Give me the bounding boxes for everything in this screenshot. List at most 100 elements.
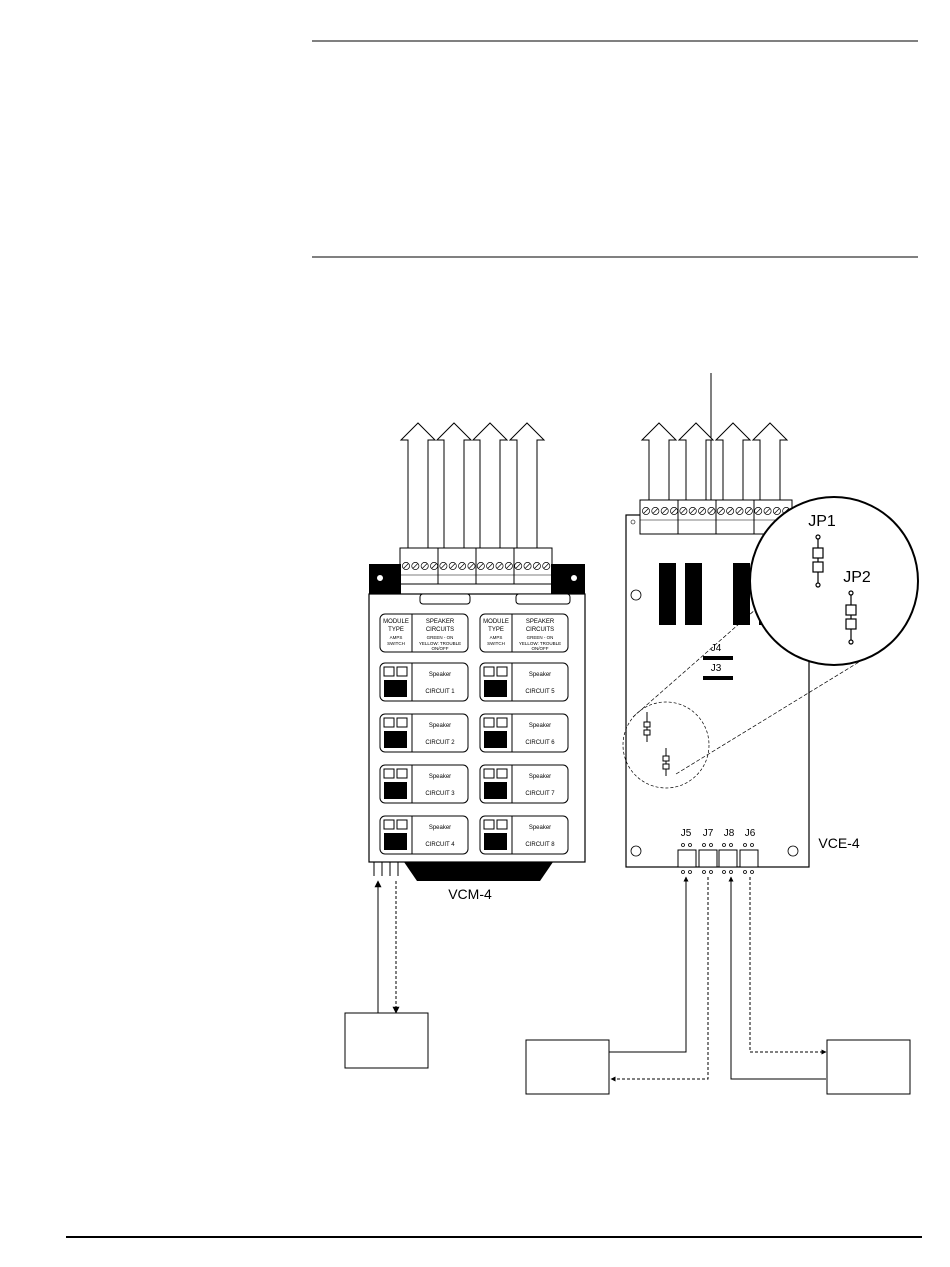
vcm-cabling [374,880,400,1014]
vcm-module-type-1: MODULE [383,619,409,625]
jumper-zoom-callout: JP1 JP2 [749,496,919,666]
circuit-led [396,768,408,779]
vcm-speaker-circuits-5: ON/OFF [432,646,449,651]
vce-cabling [608,876,827,1082]
vcm-connected-box [344,1012,429,1069]
vcm-terminal-strip [399,547,553,585]
circuit-label: CIRCUIT 6 [525,740,555,746]
vce-relay-2 [685,563,702,625]
vcm-label: VCM-4 [448,886,492,902]
circuit-type: Speaker [429,723,451,729]
vcm-speaker-circuits-1b: SPEAKER [526,619,555,625]
vcm-speaker-circuits-4b: YELLOW: TROUBLE [519,641,561,646]
vce-j5-label: J5 [681,828,692,839]
circuit-switch[interactable] [384,782,407,799]
vce-relay-1 [659,563,676,625]
vcm-speaker-circuits-2: CIRCUITS [426,627,454,633]
vcm-speaker-circuits-4: YELLOW: TROUBLE [419,641,461,646]
vce-left-connected-box [525,1039,610,1095]
vce-jumper-area [622,701,710,789]
vcm-speaker-circuits-5b: ON/OFF [532,646,549,651]
circuit-switch[interactable] [384,731,407,748]
vcm-header-left: MODULE TYPE AMPS SWITCH SPEAKER CIRCUITS… [379,613,469,653]
circuit-switch[interactable] [484,782,507,799]
circuit-switch[interactable] [484,731,507,748]
jp2-jumper [845,590,857,645]
vce-connector-pins-bottom [681,870,754,874]
circuit-led [496,717,508,728]
vcm-speaker-circuits-2b: CIRCUITS [526,627,554,633]
vcm-speaker-circuits-3b: GREEN - ON [527,635,554,640]
vce-terminal-strip [639,499,793,535]
vcm-header-right: MODULE TYPE AMPS SWITCH SPEAKER CIRCUITS… [479,613,569,653]
circuit-switch[interactable] [384,680,407,697]
vce-connector-pins-top [681,843,754,847]
vce-relay-3 [733,563,750,625]
vcm-connector-pins [373,862,399,876]
circuit-led [483,717,495,728]
circuit-label: CIRCUIT 4 [425,842,455,848]
circuit-led [496,819,508,830]
circuit-led [396,717,408,728]
vce-label: VCE-4 [818,835,859,851]
circuit-led [483,666,495,677]
circuit-led [383,819,395,830]
circuit-led [383,768,395,779]
vce-j8-label: J8 [724,828,735,839]
vce-small-jp1 [643,712,651,742]
vcm-output-arrows [399,422,546,548]
vcm-speaker-circuits-3: GREEN - ON [427,635,454,640]
circuit-type: Speaker [529,723,551,729]
circuit-type: Speaker [429,774,451,780]
vcm-module-type-3b: AMPS [490,635,503,640]
circuit-type: Speaker [529,774,551,780]
circuit-switch[interactable] [484,680,507,697]
vcm-speaker-circuits-1: SPEAKER [426,619,455,625]
jp2-label: JP2 [843,569,871,586]
vcm-module-type-2: TYPE [388,627,404,633]
circuit-led [396,666,408,677]
jp1-jumper [812,534,824,588]
circuit-label: CIRCUIT 3 [425,791,455,797]
vcm-left-bracket [369,564,401,594]
circuit-type: Speaker [529,825,551,831]
vce-j3-label: J3 [711,663,722,674]
circuit-type: Speaker [429,825,451,831]
vce-output-arrows [640,422,789,500]
circuit-led [483,768,495,779]
vcm-module-type-2b: TYPE [488,627,504,633]
circuit-type: Speaker [529,672,551,678]
circuit-label: CIRCUIT 7 [525,791,555,797]
vcm-bottom-tab [404,862,553,881]
vce-j6-label: J6 [745,828,756,839]
circuit-switch[interactable] [484,833,507,850]
zoom-leader-upper [632,608,757,718]
vcm-board: MODULE TYPE AMPS SWITCH SPEAKER CIRCUITS… [368,422,586,902]
vcm-module-type-1b: MODULE [483,619,509,625]
vce-j3-header [703,676,733,680]
circuit-led [396,819,408,830]
circuit-led [483,819,495,830]
vce-small-jp2 [662,748,670,776]
circuit-label: CIRCUIT 1 [425,689,455,695]
circuit-led [496,768,508,779]
circuit-led [496,666,508,677]
vcm-module-type-3: AMPS [390,635,403,640]
vce-j7-label: J7 [703,828,714,839]
vcm-module-type-4b: SWITCH [487,641,505,646]
circuit-type: Speaker [429,672,451,678]
vcm-module-type-4: SWITCH [387,641,405,646]
jp1-label: JP1 [808,513,836,530]
circuit-label: CIRCUIT 5 [525,689,555,695]
circuit-switch[interactable] [384,833,407,850]
